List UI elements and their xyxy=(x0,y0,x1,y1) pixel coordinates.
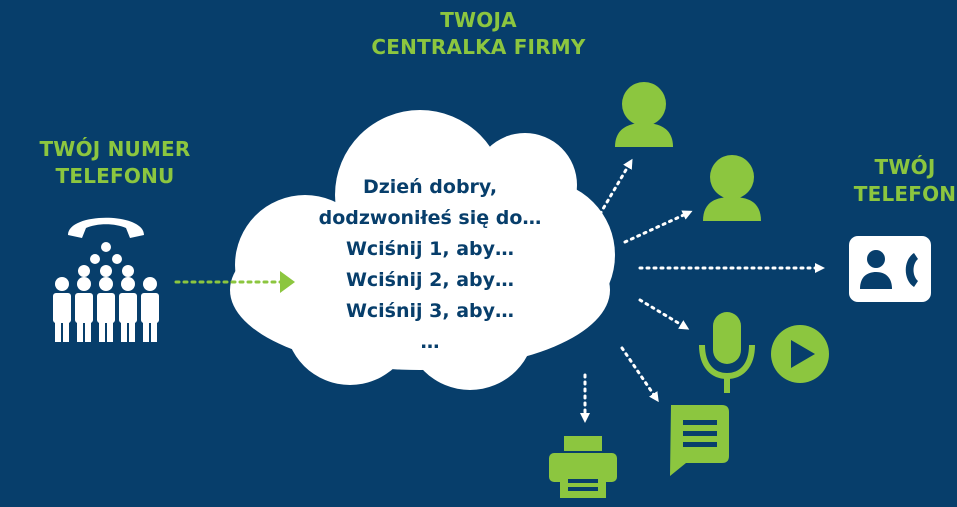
ivr-line: Wciśnij 3, aby… xyxy=(345,300,515,322)
pbx-label-line-1: TWOJA xyxy=(440,8,517,32)
pbx-label-line-2: CENTRALKA FIRMY xyxy=(371,35,586,59)
your-phone-label-line-1: TWÓJ xyxy=(874,155,936,179)
arrow-to-message xyxy=(620,346,659,403)
microphone-icon xyxy=(699,312,755,393)
ivr-line: … xyxy=(420,331,440,353)
user-icon xyxy=(615,82,673,147)
caller-group-icon xyxy=(53,217,159,342)
play-icon xyxy=(771,325,829,383)
arrow-to-user-1 xyxy=(598,158,633,216)
caller-number-label: TWÓJ NUMER TELEFONU xyxy=(0,136,230,190)
arrow-to-voicemail xyxy=(638,298,690,330)
ivr-greeting: Dzień dobry, dodzwoniłeś się do… Wciśnij… xyxy=(260,172,600,358)
incoming-call-arrow xyxy=(174,271,295,293)
your-phone-label-line-2: TELEFON xyxy=(853,182,957,206)
fax-printer-icon xyxy=(549,436,617,498)
your-phone-label: TWÓJ TELEFON xyxy=(790,154,957,208)
caller-number-label-line-2: TELEFONU xyxy=(55,164,175,188)
pbx-label: TWOJA CENTRALKA FIRMY xyxy=(0,7,957,61)
routing-arrows xyxy=(580,158,825,423)
ivr-line: Wciśnij 1, aby… xyxy=(345,238,515,260)
message-icon xyxy=(670,405,729,476)
ivr-line: dodzwoniłeś się do… xyxy=(318,207,542,229)
contact-phone-icon xyxy=(849,236,931,302)
caller-number-label-line-1: TWÓJ NUMER xyxy=(39,137,191,161)
cloud-shape xyxy=(230,110,615,390)
arrow-to-user-2 xyxy=(623,210,693,244)
user-icon xyxy=(703,155,761,221)
ivr-line: Dzień dobry, xyxy=(362,176,498,198)
ivr-line: Wciśnij 2, aby… xyxy=(345,269,515,291)
